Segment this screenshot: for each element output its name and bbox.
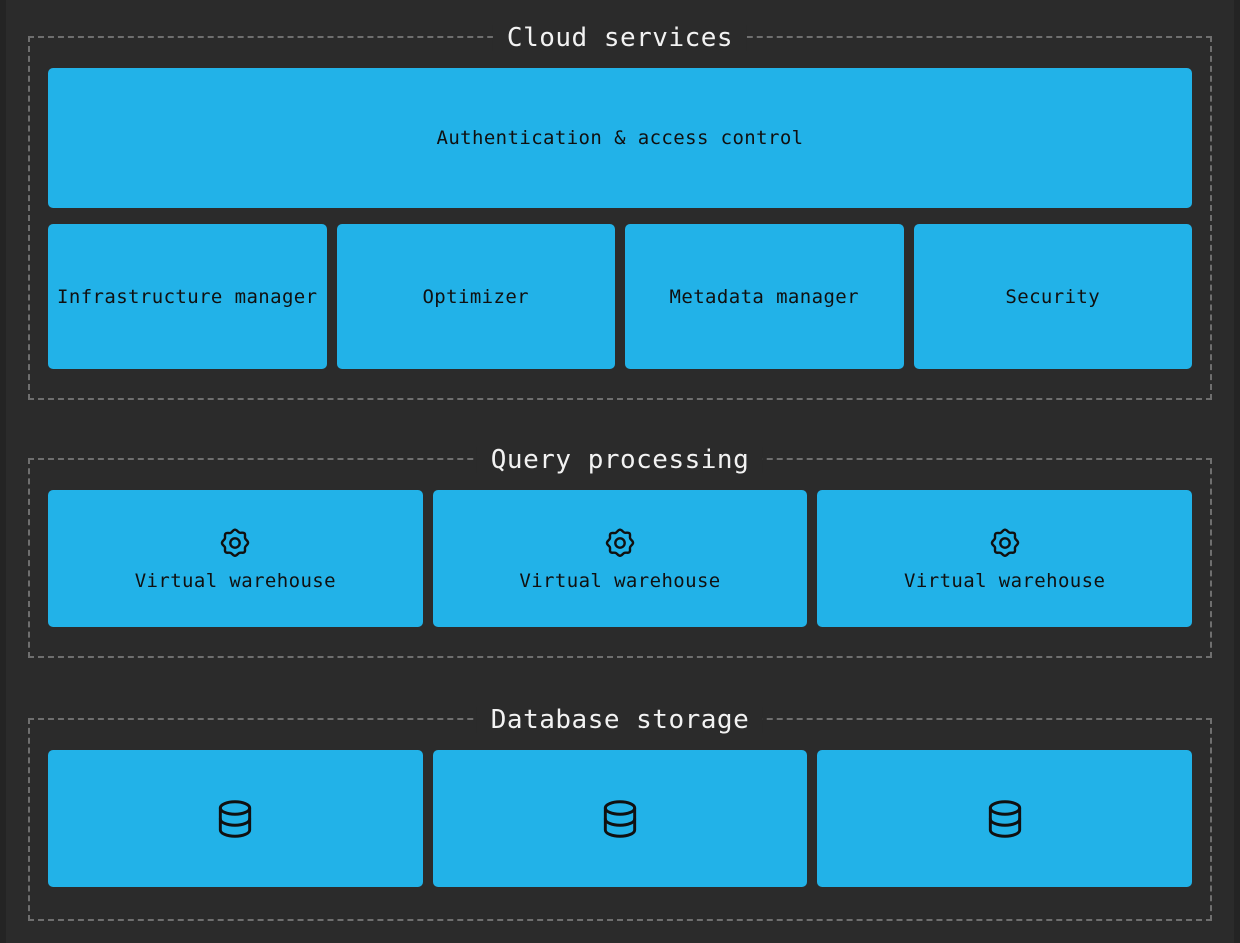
row-virtual-warehouses: Virtual warehouse Virtual warehouse: [48, 490, 1193, 627]
gear-icon: [218, 526, 252, 560]
group-legend-cloud-services: Cloud services: [492, 25, 748, 51]
node-virtual-warehouse-1[interactable]: Virtual warehouse: [48, 490, 423, 627]
group-legend-database-storage: Database storage: [476, 707, 764, 733]
group-body-query-processing: Virtual warehouse Virtual warehouse: [48, 460, 1193, 656]
node-database-3[interactable]: [817, 750, 1193, 887]
node-authentication-access-control[interactable]: Authentication & access control: [48, 68, 1192, 208]
group-query-processing: Query processing Virtual warehouse: [28, 447, 1212, 658]
group-body-cloud-services: Authentication & access control Infrastr…: [48, 38, 1192, 398]
node-security[interactable]: Security: [913, 224, 1192, 369]
node-infrastructure-manager[interactable]: Infrastructure manager: [48, 224, 327, 369]
gear-icon: [603, 526, 637, 560]
node-metadata-manager[interactable]: Metadata manager: [625, 224, 904, 369]
node-label: Virtual warehouse: [904, 569, 1106, 592]
row-authentication: Authentication & access control: [48, 68, 1192, 208]
node-database-1[interactable]: [48, 750, 423, 887]
database-icon: [213, 797, 257, 841]
node-optimizer[interactable]: Optimizer: [336, 224, 615, 369]
node-label: Optimizer: [422, 285, 530, 308]
node-virtual-warehouse-3[interactable]: Virtual warehouse: [817, 490, 1193, 627]
group-legend-query-processing: Query processing: [476, 447, 764, 473]
group-cloud-services: Cloud services Authentication & access c…: [28, 25, 1212, 400]
node-virtual-warehouse-2[interactable]: Virtual warehouse: [432, 490, 808, 627]
node-label: Metadata manager: [669, 285, 859, 308]
node-database-2[interactable]: [432, 750, 808, 887]
row-database-nodes: [48, 750, 1193, 887]
node-label: Infrastructure manager: [57, 285, 318, 308]
gear-icon: [988, 526, 1022, 560]
node-label: Virtual warehouse: [519, 569, 721, 592]
database-icon: [983, 797, 1027, 841]
node-label: Authentication & access control: [436, 127, 804, 149]
row-cloud-services-components: Infrastructure manager Optimizer Metadat…: [48, 224, 1192, 369]
database-icon: [598, 797, 642, 841]
group-body-database-storage: [48, 720, 1193, 919]
group-database-storage: Database storage: [28, 707, 1212, 921]
node-label: Security: [1005, 285, 1101, 308]
node-label: Virtual warehouse: [134, 569, 336, 592]
